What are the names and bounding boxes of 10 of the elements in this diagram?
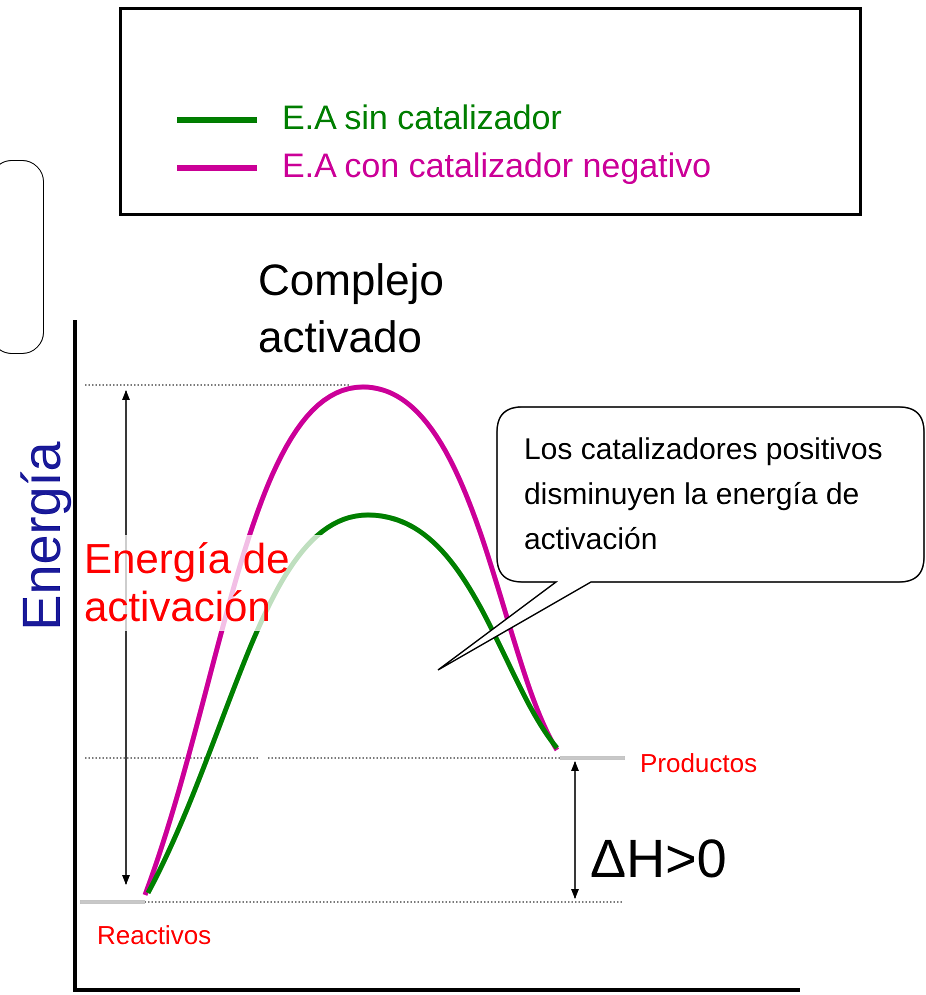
peak-label: Complejo activado [258, 255, 445, 364]
level-label: Productos [640, 748, 758, 779]
speech-bubble [436, 405, 926, 672]
empty-box [0, 160, 44, 354]
legend-text: E.A con catalizador negativo [282, 146, 712, 186]
measure-label: ΔH>0 [590, 828, 727, 890]
level-label: Reactivos [97, 920, 212, 951]
axis-title: Energía [11, 440, 73, 633]
legend-text: E.A sin catalizador [282, 98, 562, 138]
callout-text: Los catalizadores positivos disminuyen la energía de activación [524, 432, 884, 558]
